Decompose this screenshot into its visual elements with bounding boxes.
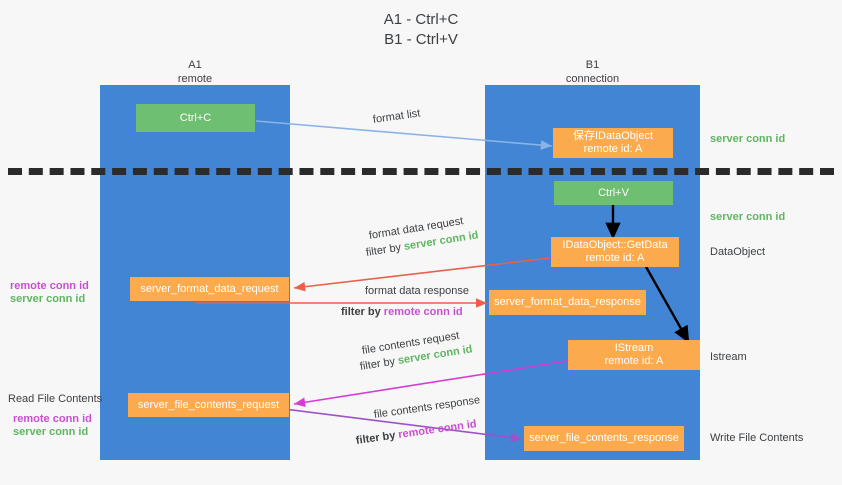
node-ctrl-v-label: Ctrl+V — [598, 186, 629, 199]
node-server-format-data-request[interactable]: server_format_data_request — [130, 277, 289, 301]
node-idataobject-getdata-line2: remote id: A — [585, 252, 645, 264]
side-label-istream: Istream — [710, 351, 747, 363]
node-save-idataobject-line2: remote id: A — [583, 143, 643, 155]
filter-value-remote-conn-id: remote conn id — [383, 306, 463, 318]
side-label-left-server-conn-id: server conn id — [10, 293, 86, 305]
filter-prefix: filter by — [355, 429, 400, 447]
node-idataobject-getdata[interactable]: IDataObject::GetData remote id: A — [551, 237, 679, 267]
node-ctrl-c-label: Ctrl+C — [179, 111, 212, 124]
node-ctrl-v[interactable]: Ctrl+V — [554, 181, 673, 205]
node-istream-line2: remote id: A — [604, 355, 664, 367]
node-save-idataobject[interactable]: 保存IDataObject remote id: A — [553, 128, 673, 158]
node-istream-line1: IStream — [614, 342, 654, 354]
filter-value-remote-conn-id: remote conn id — [397, 418, 478, 441]
side-label-right-server-conn-id-1: server conn id — [710, 133, 786, 145]
side-label-left-remote-conn-id: remote conn id — [10, 280, 89, 292]
lane-b1-name: B1 — [585, 59, 600, 71]
filter-prefix: filter by — [341, 306, 384, 318]
edge-label-file-contents-response-filter: filter by remote conn id — [355, 417, 477, 448]
side-label-read-file-contents: Read File Contents — [8, 393, 103, 405]
node-server-file-contents-response-label: server_file_contents_response — [529, 432, 679, 444]
edge-label-format-list: format list — [372, 107, 422, 126]
lane-a1-role: remote — [177, 73, 213, 85]
edge-label-format-data-response-filter: filter by remote conn id — [341, 305, 463, 319]
node-idataobject-getdata-line1: IDataObject::GetData — [562, 239, 668, 251]
lane-a1-name: A1 — [188, 59, 202, 71]
phase-divider — [8, 168, 834, 175]
side-label-left2-remote-conn-id: remote conn id — [13, 413, 92, 425]
side-label-write-file-contents: Write File Contents — [710, 432, 804, 444]
filter-prefix: filter by — [359, 355, 399, 373]
node-server-format-data-response-label: server_format_data_response — [494, 296, 641, 308]
node-server-file-contents-request-label: server_file_contents_request — [137, 398, 280, 411]
node-server-format-data-response[interactable]: server_format_data_response — [489, 290, 646, 315]
filter-prefix: filter by — [365, 241, 405, 259]
side-label-left2-server-conn-id: server conn id — [13, 426, 89, 438]
diagram-title: A1 - Ctrl+C B1 - Ctrl+V — [0, 10, 842, 50]
edge-label-format-data-response: format data response — [365, 285, 469, 297]
node-server-format-data-request-label: server_format_data_request — [140, 282, 279, 295]
node-ctrl-c[interactable]: Ctrl+C — [136, 104, 255, 132]
node-server-file-contents-request[interactable]: server_file_contents_request — [128, 393, 289, 417]
side-label-right-server-conn-id-2: server conn id — [710, 211, 786, 223]
side-label-dataobject: DataObject — [710, 246, 766, 258]
lane-header-a1: A1 remote — [100, 58, 290, 86]
lane-b1-role: connection — [565, 73, 620, 85]
node-istream[interactable]: IStream remote id: A — [568, 340, 700, 370]
title-line-2: B1 - Ctrl+V — [384, 31, 458, 48]
title-line-1: A1 - Ctrl+C — [383, 11, 459, 28]
node-server-file-contents-response[interactable]: server_file_contents_response — [524, 426, 684, 451]
node-save-idataobject-line1: 保存IDataObject — [572, 130, 654, 142]
lane-header-b1: B1 connection — [485, 58, 700, 86]
